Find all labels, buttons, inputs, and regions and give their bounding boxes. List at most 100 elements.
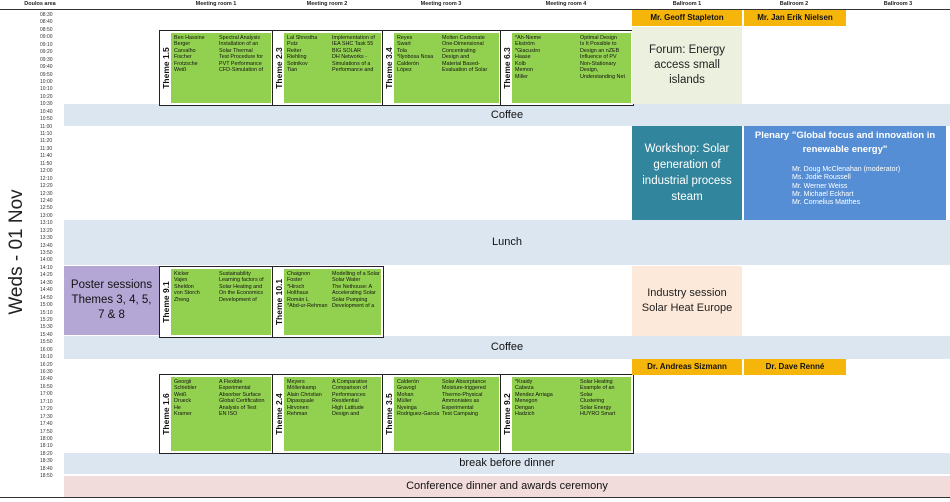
author-name[interactable]: Weiß [174,67,187,74]
plenary-box[interactable]: Plenary "Global focus and innovation in … [744,126,946,220]
author-name[interactable]: Putz [287,41,298,48]
author-name[interactable]: *Kraidy [515,379,533,385]
author-name[interactable]: Berger [174,41,191,48]
paper-title[interactable]: Material Based- [442,60,480,67]
paper-title[interactable]: A Comparative [332,379,368,385]
paper-title[interactable]: Understanding Net [580,73,625,80]
paper-title[interactable]: IEA SHC Task 55 [332,41,374,48]
author-name[interactable]: Reyes [397,35,413,41]
paper-title[interactable]: Solar Thermal [219,47,253,54]
paper-title[interactable]: One-Dimensional [442,41,484,48]
paper-title[interactable]: Comparison of [332,385,368,392]
author-name[interactable]: Kramer [174,411,192,418]
workshop-box[interactable]: Workshop: Solar generation of industrial… [632,126,742,220]
paper-title[interactable]: Solar Heating [580,379,613,385]
paper-title[interactable]: A Flexible [219,379,243,385]
paper-title[interactable]: Solar [580,391,593,398]
paper-title[interactable]: Solar Pumping [332,296,368,303]
paper-title[interactable]: Performances [332,391,366,398]
author-name[interactable]: Miller [515,73,528,80]
paper-title[interactable]: Design an nZEB [580,47,620,54]
author-name[interactable]: Sotnikov [287,60,308,67]
author-name[interactable]: Calderón [397,379,419,385]
author-name[interactable]: Holthaus [287,290,309,297]
paper-title[interactable]: Evaluation of Solar [442,67,488,74]
paper-title[interactable]: Design and [332,411,360,418]
author-name[interactable]: Kicker [174,271,189,277]
paper-title[interactable]: Learning factors of [219,277,264,284]
paper-title[interactable]: Implementation of [332,35,375,41]
paper-title[interactable]: Global Certification [219,398,265,405]
paper-title[interactable]: Sustainability [219,271,251,277]
author-name[interactable]: Riehling [287,54,307,61]
author-name[interactable]: Kolb [515,60,526,67]
paper-title[interactable]: Development of a [332,303,375,310]
author-name[interactable]: Müller [397,398,412,405]
paper-title[interactable]: Test Procedure for [219,54,264,61]
paper-title[interactable]: Ammoniates as [442,398,480,405]
paper-title[interactable]: Accelerating Solar [332,290,376,297]
author-name[interactable]: von Storch [174,290,200,297]
author-name[interactable]: Tian [287,67,298,74]
paper-title[interactable]: Is It Possible to [580,41,617,48]
paper-title[interactable]: Moisture-triggered [442,385,486,392]
paper-title[interactable]: CFD-Simulation of [219,67,264,74]
paper-title[interactable]: Solar Water [332,277,361,284]
author-name[interactable]: Hirvonen [287,404,309,411]
author-name[interactable]: Rodriguez-Garcia [397,411,440,418]
author-name[interactable]: *Ah-Nieme [515,35,542,41]
author-name[interactable]: Meyers [287,379,305,385]
author-name[interactable]: Sheldon [174,283,194,290]
paper-title[interactable]: DH Networks - [332,54,368,61]
author-name[interactable]: Fischer [174,54,192,61]
author-name[interactable]: Carvalho [174,47,196,54]
paper-title[interactable]: The Nethouse: A [332,283,373,290]
paper-title[interactable]: Design and [442,54,470,61]
paper-title[interactable]: Clustering [580,398,605,405]
author-name[interactable]: Román L [287,296,309,303]
paper-title[interactable]: Spectral Analysis [219,35,261,41]
paper-title[interactable]: Test Campaing [442,411,478,418]
author-name[interactable]: Chaignon [287,271,311,277]
author-name[interactable]: Tola [397,47,407,54]
forum-energy-access-box[interactable]: Forum: Energy access small islands [632,27,742,104]
author-name[interactable]: Schiebler [174,385,197,392]
paper-title[interactable]: Performance and [332,67,374,74]
paper-title[interactable]: Solar Absorptance [442,379,487,385]
author-name[interactable]: Dengan [515,404,534,411]
paper-title[interactable]: Experimental [442,404,474,411]
author-name[interactable]: Foster [287,277,303,284]
paper-title[interactable]: High Latitude [332,404,364,411]
paper-title[interactable]: Experimental [219,385,251,392]
paper-title[interactable]: Optimal Design [580,35,617,41]
author-name[interactable]: Gravogl [397,385,416,392]
paper-title[interactable]: On the Economics [219,290,264,297]
author-name[interactable]: *Hirsch [287,283,305,290]
industry-session-box[interactable]: Industry session Solar Heat Europe [632,266,742,336]
author-name[interactable]: Nyeinga [397,404,417,411]
author-name[interactable]: Reiter [287,47,302,54]
paper-title[interactable]: Installation of an [219,41,259,48]
author-name[interactable]: Calderón [397,60,419,67]
author-name[interactable]: He [174,404,181,411]
paper-title[interactable]: Development of [219,296,257,303]
author-name[interactable]: Haase [515,54,531,61]
paper-title[interactable]: Thermo-Physical [442,391,483,398]
author-name[interactable]: Rehman [287,411,308,418]
paper-title[interactable]: Absorber Surface [219,391,261,398]
author-name[interactable]: Lal Shrestha [287,35,318,41]
author-name[interactable]: Menegon [515,398,538,405]
author-name[interactable]: Hadzich [515,411,535,418]
paper-title[interactable]: EN ISO [219,411,238,418]
author-name[interactable]: Weiß [174,391,187,398]
author-name[interactable]: López [397,67,412,74]
author-name[interactable]: Möllenkamp [287,385,317,392]
paper-title[interactable]: Modelling of a Solar [332,271,380,277]
paper-title[interactable]: PVT Performance [219,60,262,67]
